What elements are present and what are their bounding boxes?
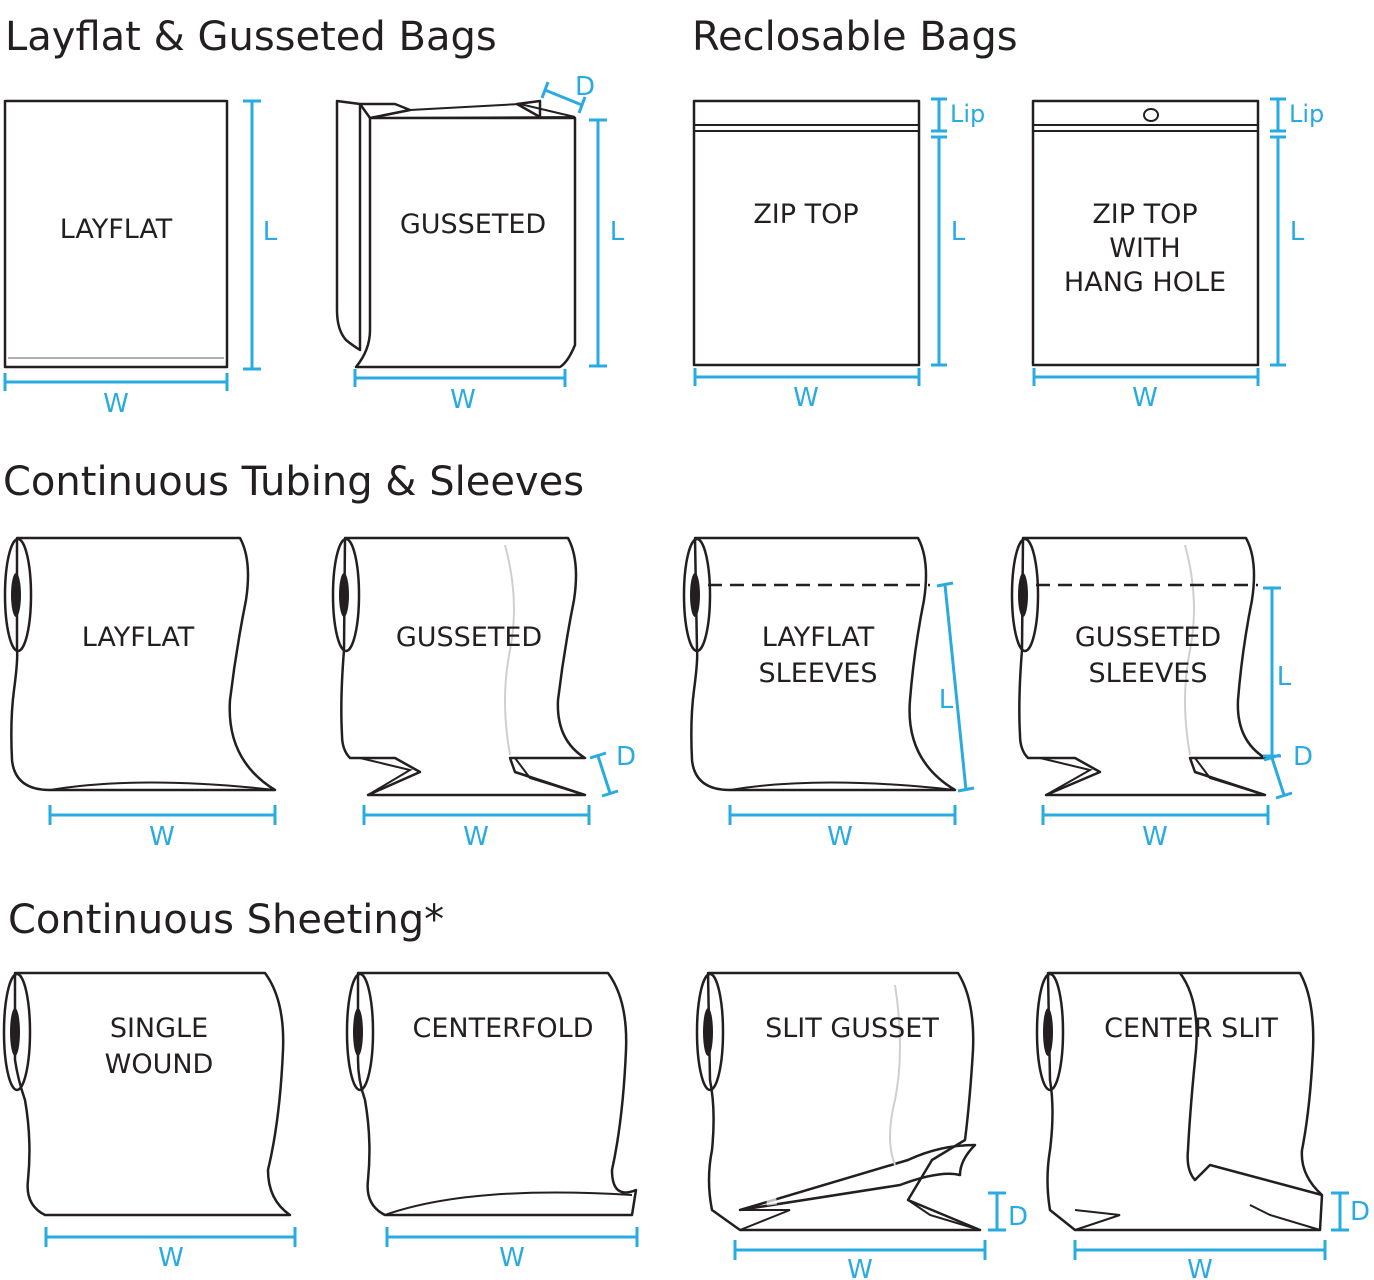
sheeting-slit-gusset-roll: SLIT GUSSET D W	[695, 971, 1028, 1280]
roll-core-icon	[703, 1008, 713, 1056]
sheeting-single-wound-width-label: W	[158, 1243, 184, 1273]
layflat-bag-width-label: W	[103, 389, 129, 419]
zip-top-hang-hole-lip-dimension: Lip	[1270, 97, 1324, 133]
sheeting-center-slit-width-label: W	[1187, 1255, 1213, 1280]
gusseted-bag-depth-label: D	[575, 72, 595, 102]
roll-core-icon	[10, 1008, 20, 1056]
roll-core-icon	[353, 1008, 363, 1056]
tubing-gusseted-sleeves-depth-label: D	[1293, 742, 1313, 772]
zip-top-bag-label: ZIP TOP	[753, 199, 858, 230]
gusseted-bag-length-dimension: L	[589, 118, 625, 368]
gusseted-bag-depth-dimension: D	[540, 72, 595, 114]
tubing-gusseted-sleeves-depth-dimension: D	[1263, 742, 1313, 800]
roll-core-icon	[339, 573, 349, 617]
tubing-layflat-sleeves-length-dimension: L	[936, 581, 975, 793]
tubing-layflat-sleeves-width-label: W	[827, 822, 853, 852]
sheeting-centerfold-roll: CENTERFOLD W	[345, 971, 639, 1273]
zip-top-hang-hole-label-line-1: ZIP TOP	[1092, 199, 1197, 230]
sheeting-center-slit-label: CENTER SLIT	[1104, 1013, 1278, 1044]
zip-top-hang-hole-bag: ZIP TOP WITH HANG HOLE Lip L W	[1031, 97, 1324, 413]
sheeting-center-slit-width-dimension: W	[1073, 1240, 1327, 1280]
sheeting-center-slit-roll: CENTER SLIT D W	[1035, 971, 1370, 1280]
tubing-layflat-roll: LAYFLAT W	[3, 536, 277, 852]
tubing-layflat-label: LAYFLAT	[82, 622, 195, 653]
gusseted-bag: GUSSETED D L W	[335, 72, 625, 415]
tubing-layflat-sleeves-label-line-1: LAYFLAT	[762, 622, 875, 653]
sheeting-single-wound-label-line-2: WOUND	[105, 1049, 214, 1080]
gusseted-bag-label: GUSSETED	[400, 209, 546, 240]
tubing-gusseted-sleeves-width-dimension: W	[1041, 805, 1270, 852]
sheeting-slit-gusset-label: SLIT GUSSET	[765, 1013, 939, 1044]
sheeting-single-wound-roll: SINGLE WOUND W	[2, 971, 297, 1273]
tubing-gusseted-label: GUSSETED	[396, 622, 542, 653]
section-title-sheeting: Continuous Sheeting*	[8, 897, 444, 943]
tubing-gusseted-sleeves-label-line-2: SLEEVES	[1089, 658, 1208, 689]
tubing-layflat-sleeves-length-label: L	[939, 685, 954, 715]
tubing-layflat-width-label: W	[149, 822, 175, 852]
zip-top-bag-width-label: W	[793, 383, 819, 413]
tubing-gusseted-depth-dimension: D	[589, 742, 636, 798]
roll-core-icon	[1043, 1008, 1053, 1056]
sheeting-single-wound-width-dimension: W	[44, 1227, 297, 1273]
section-title-reclosable-bags: Reclosable Bags	[692, 14, 1018, 60]
tubing-gusseted-width-dimension: W	[362, 805, 591, 852]
zip-top-bag: ZIP TOP Lip L W	[692, 97, 985, 413]
sheeting-slit-gusset-depth-dimension: D	[988, 1191, 1028, 1232]
sheeting-slit-gusset-width-dimension: W	[733, 1240, 987, 1280]
roll-core-icon	[690, 573, 700, 617]
tubing-layflat-width-dimension: W	[48, 805, 277, 852]
zip-top-bag-length-label: L	[951, 217, 966, 247]
layflat-bag-length-label: L	[263, 217, 278, 247]
tubing-gusseted-sleeves-label-line-1: GUSSETED	[1075, 622, 1221, 653]
zip-top-bag-length-dimension: L	[931, 135, 966, 367]
tubing-layflat-sleeves-label-line-2: SLEEVES	[759, 658, 878, 689]
sheeting-slit-gusset-width-label: W	[847, 1255, 873, 1280]
roll-core-icon	[11, 573, 21, 617]
gusseted-bag-width-label: W	[450, 385, 476, 415]
section-title-tubing-sleeves: Continuous Tubing & Sleeves	[3, 459, 584, 505]
sheeting-center-slit-depth-dimension: D	[1331, 1191, 1370, 1232]
sheeting-single-wound-label-line-1: SINGLE	[110, 1013, 208, 1044]
sheeting-center-slit-depth-label: D	[1350, 1197, 1370, 1227]
section-title-layflat-gusseted-bags: Layflat & Gusseted Bags	[5, 14, 497, 60]
zip-top-hang-hole-width-label: W	[1132, 383, 1158, 413]
tubing-gusseted-sleeves-length-dimension: L	[1263, 586, 1292, 758]
zip-top-hang-hole-width-dimension: W	[1032, 368, 1260, 413]
layflat-bag-length-dimension: L	[243, 99, 278, 371]
gusseted-bag-length-label: L	[610, 217, 625, 247]
roll-core-icon	[1018, 573, 1028, 617]
layflat-bag-label: LAYFLAT	[60, 214, 173, 245]
tubing-gusseted-width-label: W	[463, 822, 489, 852]
zip-top-hang-hole-label-line-2: WITH	[1109, 233, 1180, 264]
tubing-gusseted-sleeves-width-label: W	[1142, 822, 1168, 852]
zip-top-bag-lip-dimension: Lip	[931, 97, 985, 133]
sheeting-centerfold-label: CENTERFOLD	[412, 1013, 593, 1044]
sheeting-centerfold-width-label: W	[499, 1243, 525, 1273]
tubing-gusseted-roll: GUSSETED D W	[331, 536, 636, 852]
zip-top-bag-width-dimension: W	[693, 368, 921, 413]
tubing-layflat-sleeves-roll: LAYFLAT SLEEVES L W	[682, 536, 975, 852]
layflat-bag: LAYFLAT L W	[3, 99, 278, 419]
gusseted-bag-width-dimension: W	[353, 369, 567, 415]
tubing-gusseted-depth-label: D	[616, 742, 636, 772]
zip-top-hang-hole-lip-label: Lip	[1289, 100, 1324, 128]
zip-top-bag-lip-label: Lip	[950, 100, 985, 128]
tubing-layflat-sleeves-width-dimension: W	[728, 805, 957, 852]
layflat-bag-width-dimension: W	[3, 373, 229, 419]
sheeting-slit-gusset-depth-label: D	[1008, 1202, 1028, 1232]
zip-top-hang-hole-label-line-3: HANG HOLE	[1064, 267, 1226, 298]
tubing-gusseted-sleeves-roll: GUSSETED SLEEVES L D W	[1010, 536, 1313, 852]
zip-top-hang-hole-length-dimension: L	[1270, 135, 1305, 367]
zip-top-hang-hole-length-label: L	[1290, 217, 1305, 247]
sheeting-centerfold-width-dimension: W	[385, 1227, 639, 1273]
hang-hole-icon	[1143, 108, 1159, 122]
tubing-gusseted-sleeves-length-label: L	[1277, 662, 1292, 692]
